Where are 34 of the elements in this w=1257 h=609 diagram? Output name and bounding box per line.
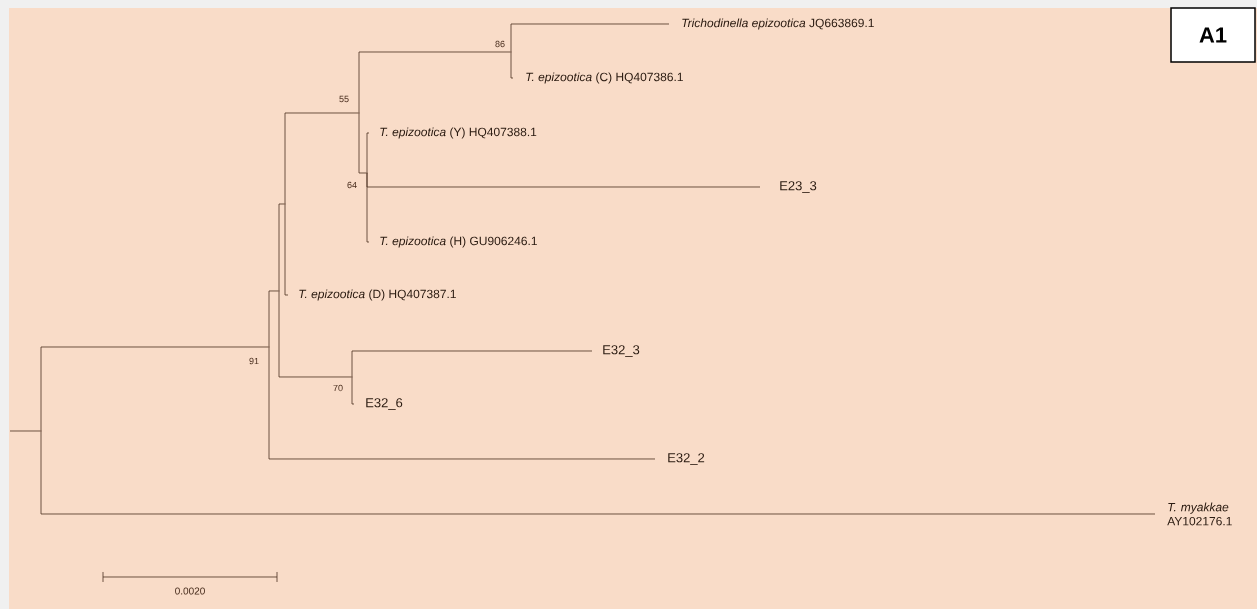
taxon-label: T. epizootica (H) GU906246.1 — [380, 236, 537, 248]
tree-branch — [510, 23, 670, 53]
taxon-label: Trichodinella epizootica JQ663869.1 — [682, 18, 874, 30]
tree-branch — [366, 172, 370, 243]
taxon-label: E32_6 — [366, 398, 403, 410]
taxon-label: T. myakkae AY102176.1 — [1167, 502, 1232, 526]
tree-branch — [278, 203, 285, 292]
bootstrap-value: 64 — [347, 181, 357, 189]
tree-branch — [358, 112, 367, 174]
tree-branch — [268, 290, 279, 348]
tree-branch — [510, 51, 514, 79]
tree-branch — [40, 430, 1156, 515]
scale-value: 0.0020 — [175, 587, 205, 595]
bootstrap-value: 91 — [249, 357, 259, 365]
bootstrap-value: 70 — [333, 384, 343, 392]
tree-branch — [268, 346, 656, 460]
taxon-label: E32_2 — [668, 453, 705, 465]
tree-branch — [351, 376, 355, 405]
tree-branch — [278, 290, 352, 378]
tree-branch — [284, 112, 359, 205]
taxon-label: E23_3 — [780, 181, 817, 193]
tree-branch — [284, 203, 289, 296]
tree-branch — [40, 346, 269, 432]
taxon-label: E32_3 — [603, 345, 640, 357]
tree-branch — [358, 51, 511, 114]
bootstrap-value: 55 — [339, 95, 349, 103]
panel-label-box: A1 — [1170, 7, 1256, 63]
taxon-label: T. epizootica (C) HQ407386.1 — [526, 72, 683, 84]
taxon-label: T. epizootica (Y) HQ407388.1 — [380, 127, 537, 139]
tree-branch — [366, 132, 370, 174]
bootstrap-value: 86 — [495, 40, 505, 48]
tree-branch — [351, 350, 593, 378]
taxon-label: T. epizootica (D) HQ407387.1 — [299, 289, 456, 301]
tree-branch — [9, 430, 41, 432]
